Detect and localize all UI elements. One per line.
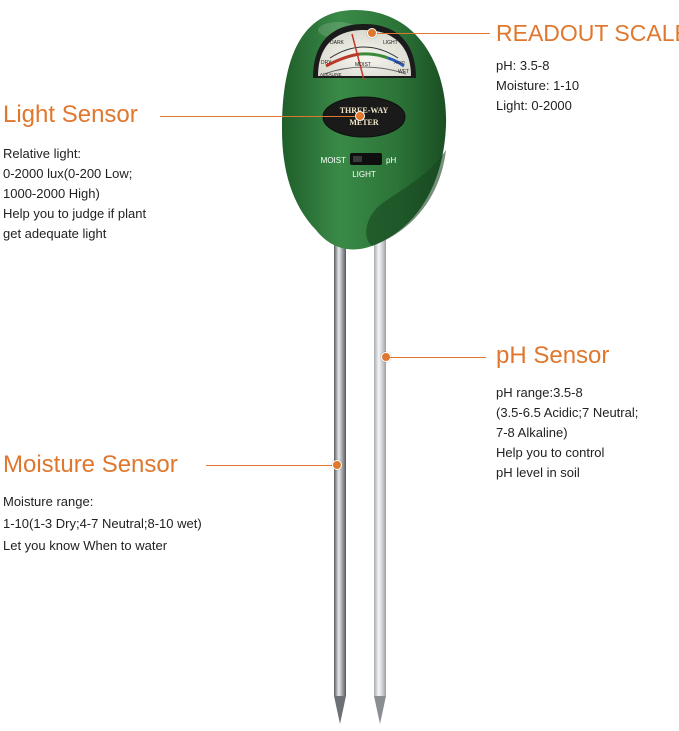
ph-sensor-heading: pH Sensor <box>496 342 610 369</box>
readout-line: Light: 0-2000 <box>496 98 572 113</box>
switch-light-label: LIGHT <box>352 170 376 179</box>
moisture-line: 1-10(1-3 Dry;4-7 Neutral;8-10 wet) <box>3 516 202 531</box>
light-line: Relative light: <box>3 146 82 161</box>
ph-leader-line <box>390 357 486 358</box>
ph-line: Help you to control <box>496 445 605 460</box>
light-sensor-details: Relative light: 0-2000 lux(0-200 Low; 10… <box>3 144 146 244</box>
moisture-probe <box>334 238 346 724</box>
badge-line1: THREE-WAY <box>340 106 389 115</box>
dial-dry-label: DRY <box>321 60 332 66</box>
readout-dial: DARK LIGHT DRY MOIST WET ALKALINE ACID <box>313 24 416 81</box>
moisture-marker-dot <box>332 460 342 470</box>
light-line: get adequate light <box>3 226 107 241</box>
mode-switch[interactable]: MOIST pH LIGHT <box>321 153 397 179</box>
readout-scale-heading: READOUT SCALE <box>496 20 679 46</box>
ph-probe <box>374 238 386 724</box>
dial-light-label: LIGHT <box>383 40 398 46</box>
ph-line: (3.5-6.5 Acidic;7 Neutral; <box>496 405 639 420</box>
light-line: Help you to judge if plant <box>3 206 147 221</box>
moisture-line: Moisture range: <box>3 494 94 509</box>
light-leader-line <box>160 116 360 117</box>
dial-dark-label: DARK <box>330 40 345 46</box>
light-marker-dot <box>355 111 365 121</box>
moisture-sensor-details: Moisture range: 1-10(1-3 Dry;4-7 Neutral… <box>3 491 202 557</box>
dial-alkaline-label: ALKALINE <box>320 72 342 77</box>
moisture-sensor-heading: Moisture Sensor <box>3 451 178 478</box>
ph-line: 7-8 Alkaline) <box>496 425 568 440</box>
readout-line: Moisture: 1-10 <box>496 78 580 93</box>
light-line: 0-2000 lux(0-200 Low; <box>3 166 133 181</box>
badge-line2: METER <box>349 118 379 127</box>
readout-line: pH: 3.5-8 <box>496 58 550 73</box>
switch-moist-label: MOIST <box>321 156 346 165</box>
light-line: 1000-2000 High) <box>3 186 100 201</box>
readout-leader-line <box>372 33 490 34</box>
moisture-leader-line <box>206 465 336 466</box>
readout-scale-details: pH: 3.5-8 Moisture: 1-10 Light: 0-2000 <box>496 56 579 116</box>
ph-sensor-details: pH range:3.5-8 (3.5-6.5 Acidic;7 Neutral… <box>496 383 638 483</box>
switch-ph-label: pH <box>386 156 396 165</box>
dial-acid-label: ACID <box>394 60 406 65</box>
dial-moist-label: MOIST <box>355 62 371 68</box>
ph-line: pH range:3.5-8 <box>496 385 583 400</box>
readout-marker-dot <box>367 28 377 38</box>
dial-wet-label: WET <box>398 69 409 75</box>
ph-line: pH level in soil <box>496 465 580 480</box>
moisture-line: Let you know When to water <box>3 538 168 553</box>
light-sensor-heading: Light Sensor <box>3 101 138 128</box>
